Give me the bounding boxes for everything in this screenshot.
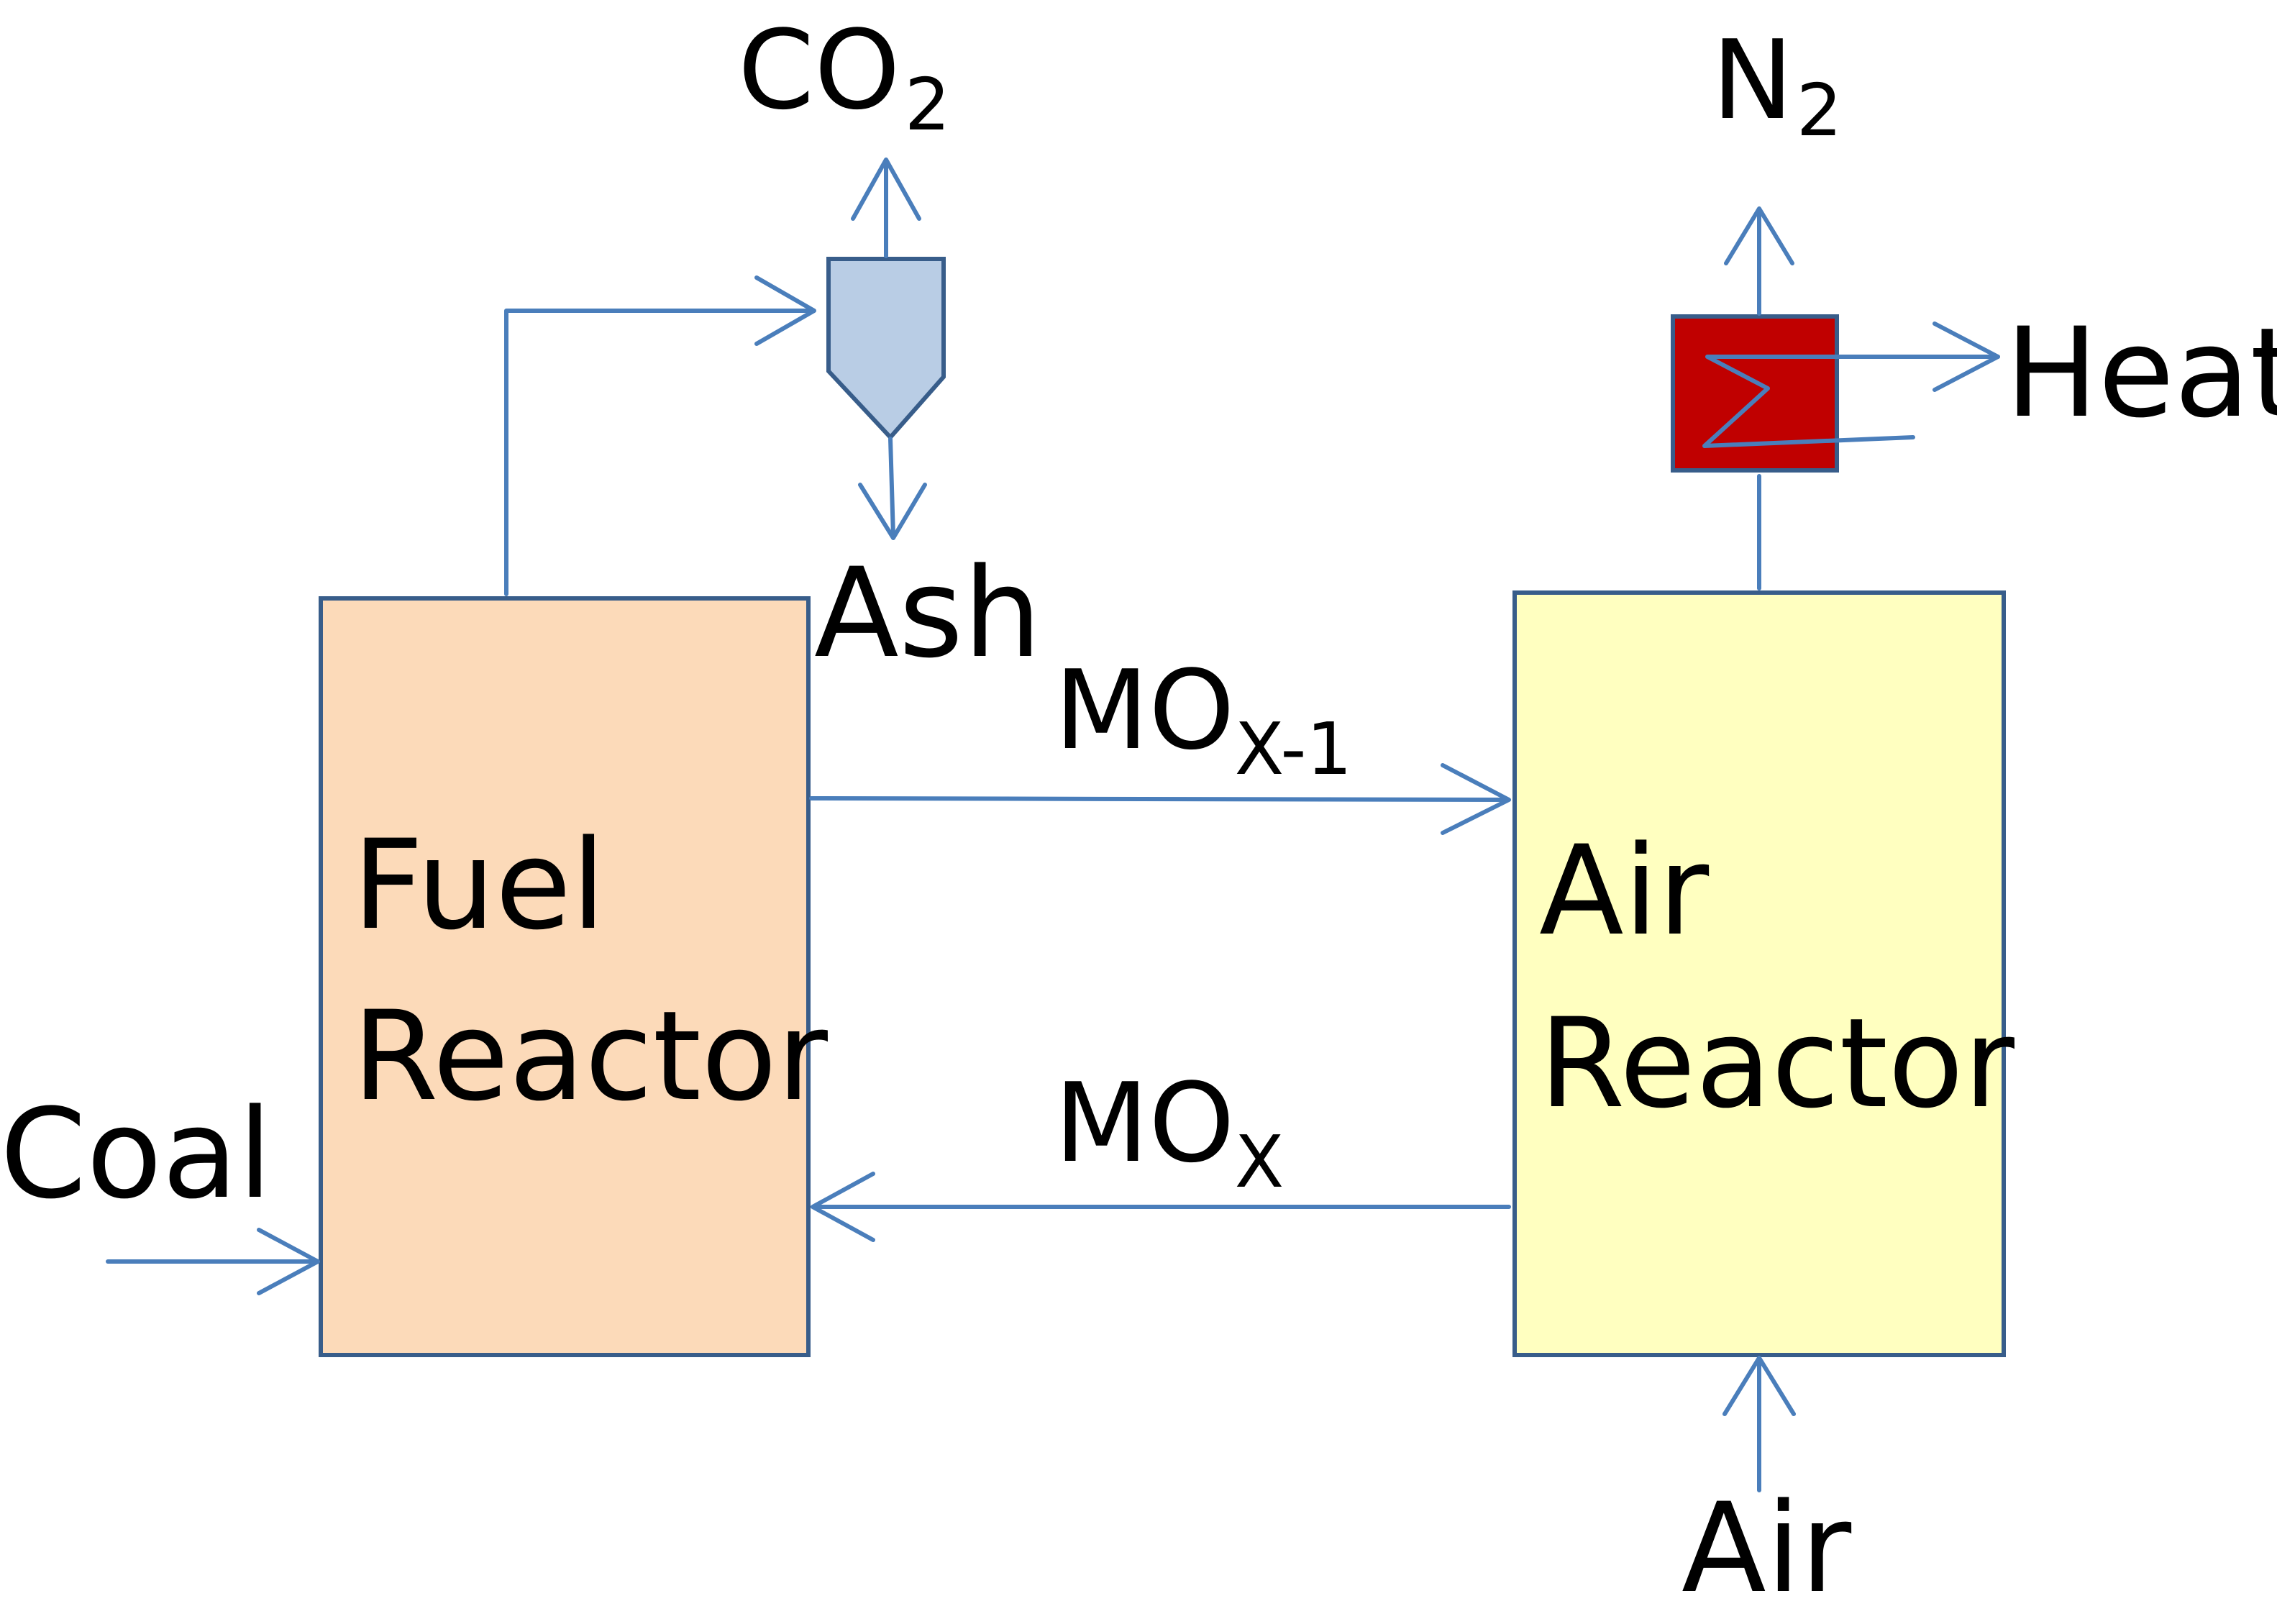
fuel-gas-arrow [504,275,816,596]
n2-label-base: N [1712,17,1794,144]
air-label: Air [1681,1476,1851,1620]
mo-reduced-label-base: MO [1054,647,1235,774]
air-reactor-label-line2: Reactor [1539,991,2014,1136]
air-inlet-arrow [1722,1356,1796,1492]
air-reactor-box [1512,590,2006,1357]
fuel-reactor-label-line1: Fuel [352,813,606,957]
coal-label: Coal [0,1082,273,1226]
n2-label-subscript: 2 [1797,68,1843,152]
heat-exchanger-coil [1702,355,1915,448]
mo-reduced-label: MOX-1 [1054,647,1352,791]
n2-outlet-arrow [1724,206,1794,316]
fuel-reactor-box [319,596,811,1357]
heat-label: Heat [2005,301,2277,445]
co2-label: CO2 [738,6,950,147]
heat-exchanger [1671,314,1839,473]
mo-oxidized-label: MOX [1054,1059,1284,1204]
heat-outlet-arrow [1829,321,2000,392]
air-reactor-label-line1: Air [1539,818,1709,963]
fuel-reactor-label-line2: Reactor [352,984,828,1128]
coal-inlet-arrow [106,1228,320,1295]
mo-oxidized-label-base: MO [1054,1059,1235,1187]
ash-label: Ash [814,541,1041,685]
mo-reduced-label-subscript: X-1 [1235,707,1352,791]
ash-outlet-arrow [858,437,927,540]
mo-oxidized-arrow [811,1172,1511,1242]
co2-label-base: CO [738,6,900,134]
cyclone-separator [826,257,946,441]
mo-oxidized-label-subscript: X [1235,1120,1284,1204]
co2-label-subscript: 2 [905,63,951,147]
n2-label: N2 [1712,17,1842,152]
co2-outlet-arrow [851,158,921,258]
mo-reduced-arrow [809,763,1511,835]
